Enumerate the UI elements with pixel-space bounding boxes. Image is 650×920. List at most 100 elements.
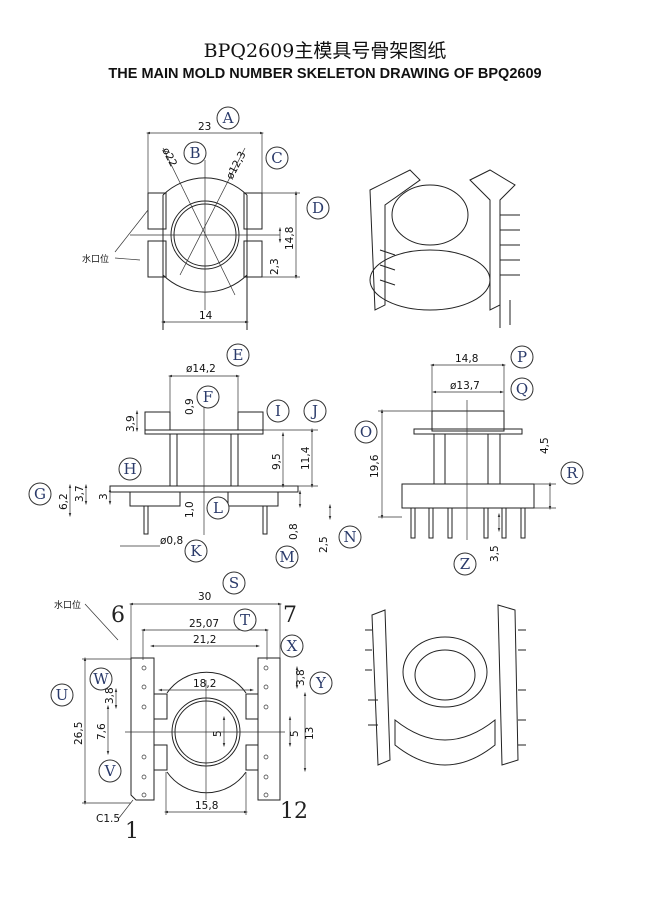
callout-label-n: N [343,528,356,546]
side-view: 14,8 ø13,7 19,6 4,5 3,5 [369,353,556,562]
pin-12: 12 [280,799,308,824]
dim-inner: 18,2 [193,678,216,690]
callout-label-l: L [213,499,223,517]
callout-circle-v [98,759,122,783]
callout-circle-o [354,420,378,444]
callout-label-a: A [222,109,234,127]
dim-width: 14 [199,310,213,322]
dim-R: 4,5 [539,437,551,454]
dim-Y: 13 [304,727,316,740]
callout-label-h: H [123,460,136,478]
callout-label-r: R [566,464,578,482]
callout-label-q: Q [516,380,528,398]
dim-I: 9,5 [271,453,283,470]
callout-label-g: G [34,485,46,503]
dim-V: 7,6 [96,723,108,740]
front-view: ø14,2 0,9 3,9 9,5 11,4 6,2 3,7 3 1,0 ø0,… [58,363,332,553]
callout-circle-a [216,106,240,130]
callout-circle-l [206,496,230,520]
callout-label-o: O [360,423,372,441]
pin-1: 1 [125,819,139,844]
dim-T: 25,07 [189,618,219,630]
pin-7: 7 [283,603,297,628]
callout-label-z: Z [460,555,470,573]
dim-L: 1,0 [184,501,196,518]
callout-circle-b [183,141,207,165]
dim-base: 3,7 [74,485,86,502]
callout-label-c: C [271,149,282,167]
iso-view-bottom [365,604,526,766]
callout-label-u: U [56,686,69,704]
callout-circle-x [280,634,304,658]
callout-circle-r [560,461,584,485]
dim-flange: 3,9 [125,415,137,432]
dim-X: 3,8 [295,669,307,686]
callout-circle-c [265,146,289,170]
callout-circle-f [196,385,220,409]
callout-circle-y [309,671,333,695]
callout-circle-j [303,399,327,423]
callout-circle-q [510,377,534,401]
bottom-view: 水口位 30 25,07 21,2 18,2 26,5 3,8 7,6 5 3,… [54,591,316,844]
callout-circle-i [266,399,290,423]
callout-label-x: X [287,637,298,655]
callout-circle-z [453,552,477,576]
dim-G: 6,2 [58,493,70,510]
pin-6: 6 [111,603,125,628]
dim-D: 14,8 [284,227,296,250]
top-view: 水口位 23 ø22 ø12,3 14,8 2,3 14 [82,121,300,330]
dim-U: 26,5 [73,722,85,745]
callout-label-f: F [203,388,213,406]
callout-circle-h [118,457,142,481]
iso-view-top [369,169,520,328]
drawing-title: BPQ2609主模具号骨架图纸 [203,40,447,62]
dim-C: ø12,3 [224,149,249,181]
dim-span: 21,2 [193,634,216,646]
callout-circle-k [184,539,208,563]
callout-circle-p [510,345,534,369]
callout-label-p: P [517,348,527,366]
dim-Y-small: 5 [289,730,301,737]
dim-chamfer: C1.5 [96,813,120,825]
callout-circle-d [306,196,330,220]
callout-circle-s [222,571,246,595]
callout-label-i: I [275,402,281,420]
dim-M: 0,8 [288,523,300,540]
dim-K: ø0,8 [160,535,183,547]
dim-N: 2,5 [318,536,330,553]
callout-label-b: B [189,144,200,162]
gate-label: 水口位 [82,253,109,265]
callout-circle-n [338,525,362,549]
callout-label-s: S [229,574,239,592]
dim-S: 30 [198,591,211,603]
dim-E: ø14,2 [186,363,216,375]
dim-Q: ø13,7 [450,380,480,392]
dim-J: 11,4 [300,446,312,470]
callout-label-j: J [310,402,318,420]
drawing-subtitle: THE MAIN MOLD NUMBER SKELETON DRAWING OF… [108,66,542,82]
callout-label-d: D [312,199,324,217]
dim-gap: 2,3 [269,258,281,275]
dim-H: 3 [98,493,110,500]
callout-circle-w [89,667,113,691]
callout-circle-m [275,545,299,569]
callout-label-w: W [93,670,109,688]
callout-circle-e [226,343,250,367]
dim-F: 0,9 [184,398,196,415]
callout-label-m: M [279,548,294,566]
dim-W: 3,8 [104,687,116,704]
callout-circle-g [28,482,52,506]
callout-label-t: T [240,611,250,629]
dim-core: 5 [212,730,224,737]
gate-label-bottom: 水口位 [54,599,81,611]
callout-label-e: E [233,346,244,364]
dim-O: 19,6 [369,454,381,478]
callout-label-v: V [104,762,117,780]
dim-A: 23 [198,121,211,133]
dim-P: 14,8 [455,353,478,365]
dim-Z: 3,5 [489,545,501,562]
callout-label-k: K [190,542,202,560]
